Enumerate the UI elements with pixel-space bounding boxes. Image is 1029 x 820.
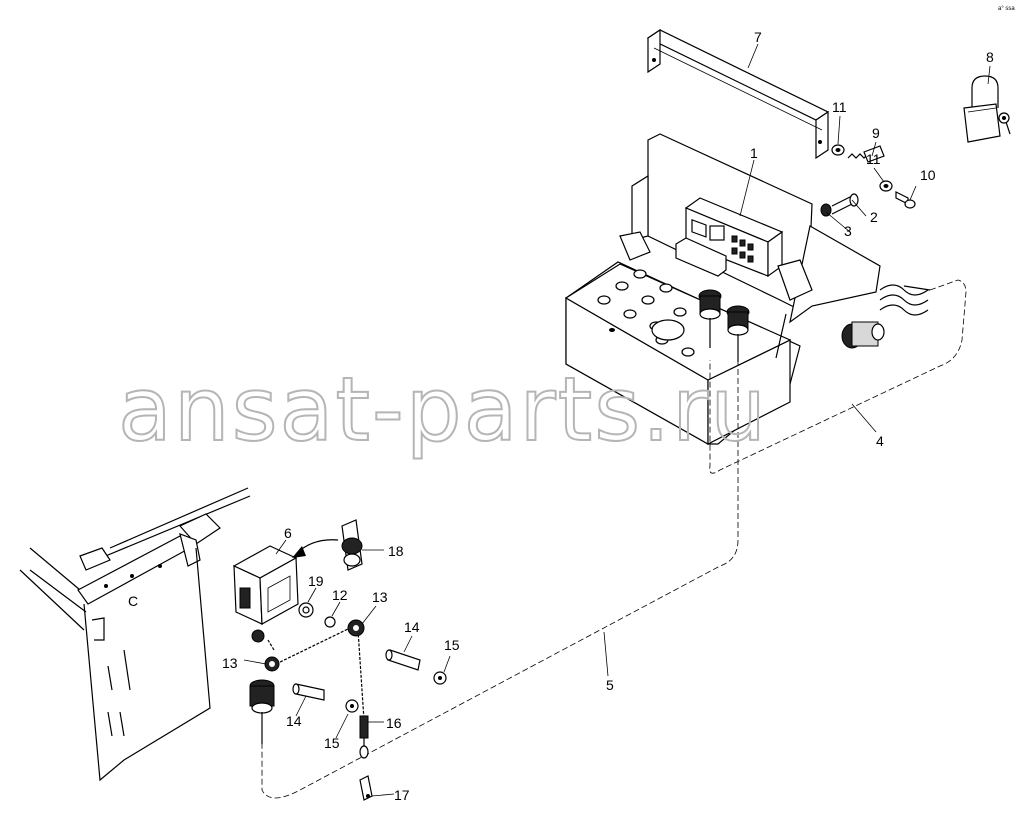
coiled-cable-connector: [841, 284, 931, 349]
callout-11a: 11: [832, 99, 847, 115]
sleeve-14b: [385, 649, 421, 671]
clip-19: [298, 602, 314, 618]
console-top-holes: [597, 269, 695, 357]
callout-15b: 15: [444, 637, 460, 653]
callout-10: 10: [920, 167, 936, 183]
machine-frame: C: [19, 487, 251, 782]
control-console: [564, 133, 881, 446]
callout-7: 7: [754, 29, 762, 45]
callout-16: 16: [386, 715, 402, 731]
corner-mark: a° ssa: [998, 6, 1015, 12]
callout-14b: 14: [404, 619, 420, 635]
callout-11b: 11: [866, 151, 881, 167]
callout-14a: 14: [286, 713, 302, 729]
cover-bracket: [646, 28, 830, 160]
callout-4: 4: [876, 433, 884, 449]
arrow-head-icon: [292, 546, 306, 558]
console-switches: [731, 235, 754, 263]
lug-17: [359, 775, 373, 801]
tie-12: [324, 616, 336, 628]
callout-9: 9: [872, 125, 880, 141]
bottom-connector: [249, 679, 275, 744]
console-connectors: [698, 289, 750, 362]
callout-3: 3: [844, 223, 852, 239]
junction-box: [232, 545, 299, 643]
callout-18: 18: [388, 543, 404, 559]
callout-13b: 13: [222, 655, 238, 671]
callout-17: 17: [394, 787, 410, 803]
bolt-and-washer: [820, 193, 859, 217]
padlock-icon: [963, 75, 1011, 143]
callout-15a: 15: [324, 735, 340, 751]
sleeve-14a: [292, 683, 325, 701]
watermark: ansat-parts.ru: [118, 358, 768, 461]
callout-6: 6: [284, 525, 292, 541]
switch-18: [341, 519, 363, 571]
callout-12: 12: [332, 587, 348, 603]
callout-8: 8: [986, 49, 994, 65]
callout-19: 19: [308, 573, 324, 589]
gland-13b: [347, 619, 365, 637]
clamp-15a: [345, 699, 359, 713]
gland-13a: [264, 656, 280, 672]
terminal-16: [359, 715, 369, 759]
leader-lines: [243, 43, 991, 797]
callout-5: 5: [606, 677, 614, 693]
svg-text:C: C: [128, 593, 138, 609]
clamp-15b: [433, 671, 447, 685]
callout-1: 1: [750, 145, 758, 161]
cable-4: [709, 279, 967, 474]
callout-13a: 13: [372, 589, 388, 605]
braided-cables: [267, 627, 365, 721]
callout-labels: 1 2 3 4 5 6 7 8 9 10 11 11 12 13 13 14 1…: [222, 29, 994, 803]
callout-2: 2: [870, 209, 878, 225]
cable-5: [261, 360, 739, 799]
